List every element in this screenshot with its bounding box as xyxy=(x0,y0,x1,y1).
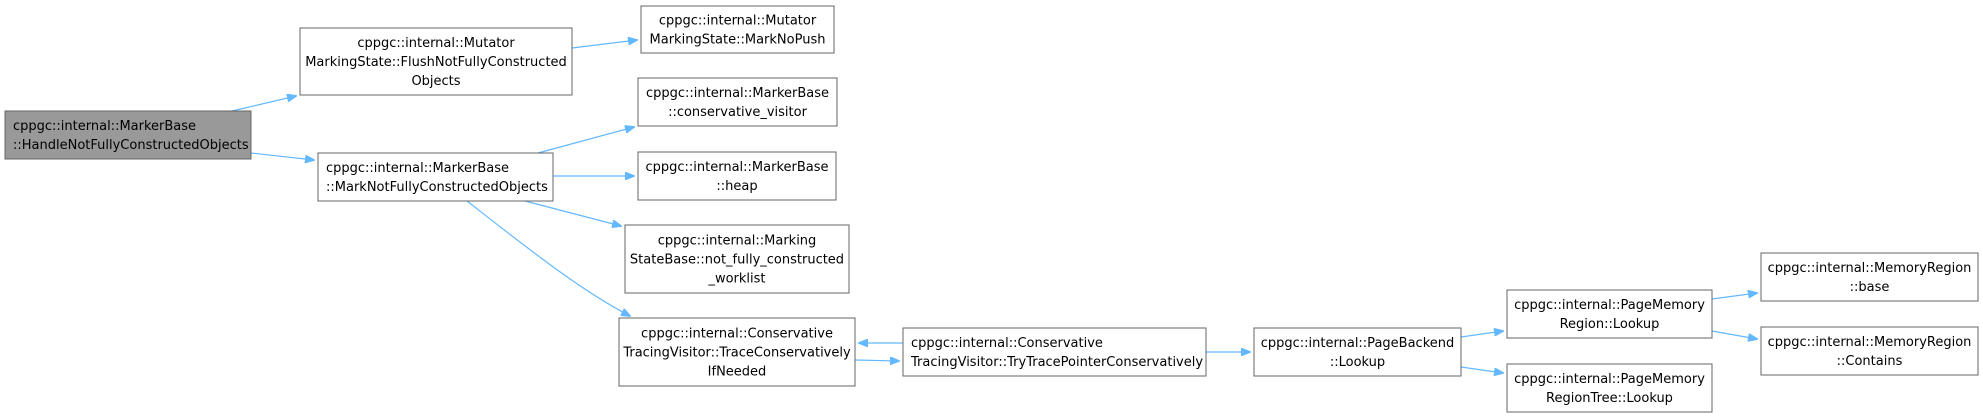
edge-marknotfully-to-traceifneeded xyxy=(466,200,630,316)
node-handle[interactable]: cppgc::internal::MarkerBase::HandleNotFu… xyxy=(4,110,252,160)
node-box xyxy=(4,110,252,160)
edge-pagebackend-to-pmregiontree xyxy=(1460,366,1503,373)
node-label-line: ::heap xyxy=(716,179,757,194)
node-label-line: cppgc::internal::Marking xyxy=(658,234,817,249)
edge-handle-to-flush xyxy=(231,96,296,112)
nodes-layer: cppgc::internal::MarkerBase::HandleNotFu… xyxy=(4,5,1979,413)
node-label-line: cppgc::internal::Conservative xyxy=(911,336,1103,351)
edge-marknotfully-to-worklist xyxy=(524,200,621,226)
edges-layer xyxy=(231,40,1757,373)
node-box xyxy=(317,152,554,202)
node-marknopush[interactable]: cppgc::internal::MutatorMarkingState::Ma… xyxy=(640,5,835,54)
node-pmregion[interactable]: cppgc::internal::PageMemoryRegion::Looku… xyxy=(1506,289,1713,339)
node-pmregiontree[interactable]: cppgc::internal::PageMemoryRegionTree::L… xyxy=(1506,363,1713,413)
node-label-line: _worklist xyxy=(707,272,765,287)
node-label-line: Objects xyxy=(411,74,460,89)
node-box xyxy=(299,27,573,96)
edge-traceifneeded-to-trytrace xyxy=(854,360,899,361)
node-label-line: cppgc::internal::PageMemory xyxy=(1514,298,1705,313)
node-mrbase[interactable]: cppgc::internal::MemoryRegion::base xyxy=(1760,252,1979,302)
node-label-line: ::Lookup xyxy=(1330,355,1385,370)
node-label-line: cppgc::internal::MarkerBase xyxy=(13,119,196,134)
node-box xyxy=(637,151,837,201)
edge-pmregion-to-mrcontains xyxy=(1711,330,1757,339)
node-conservative_visitor[interactable]: cppgc::internal::MarkerBase::conservativ… xyxy=(637,77,838,127)
node-label-line: TracingVisitor::TraceConservatively xyxy=(622,346,851,361)
node-box xyxy=(1760,326,1979,376)
node-label-line: cppgc::internal::Mutator xyxy=(357,36,515,51)
edge-marknotfully-to-conservative_visitor xyxy=(537,127,634,154)
node-label-line: RegionTree::Lookup xyxy=(1546,391,1673,406)
node-box xyxy=(1253,327,1462,377)
node-label-line: cppgc::internal::Mutator xyxy=(659,14,817,29)
node-label-line: Region::Lookup xyxy=(1560,317,1660,332)
node-label-line: IfNeeded xyxy=(708,365,767,380)
node-heap[interactable]: cppgc::internal::MarkerBase::heap xyxy=(637,151,837,201)
node-box xyxy=(1506,289,1713,339)
node-label-line: ::HandleNotFullyConstructedObjects xyxy=(13,138,249,153)
node-flush[interactable]: cppgc::internal::MutatorMarkingState::Fl… xyxy=(299,27,573,96)
node-label-line: MarkingState::FlushNotFullyConstructed xyxy=(305,55,567,70)
node-label-line: cppgc::internal::MemoryRegion xyxy=(1768,335,1972,350)
node-label-line: MarkingState::MarkNoPush xyxy=(650,33,826,48)
node-box xyxy=(624,224,850,294)
node-trytrace[interactable]: cppgc::internal::ConservativeTracingVisi… xyxy=(902,327,1207,377)
node-box xyxy=(618,317,856,387)
node-label-line: ::MarkNotFullyConstructedObjects xyxy=(326,180,548,195)
node-label-line: cppgc::internal::MarkerBase xyxy=(646,86,829,101)
node-label-line: ::Contains xyxy=(1837,354,1903,369)
node-box xyxy=(902,327,1207,377)
node-label-line: cppgc::internal::MemoryRegion xyxy=(1768,261,1972,276)
node-marknotfully[interactable]: cppgc::internal::MarkerBase::MarkNotFull… xyxy=(317,152,554,202)
edge-pagebackend-to-pmregion xyxy=(1460,331,1503,338)
edge-flush-to-marknopush xyxy=(571,40,637,49)
node-label-line: cppgc::internal::PageMemory xyxy=(1514,372,1705,387)
node-label-line: cppgc::internal::MarkerBase xyxy=(645,160,828,175)
node-label-line: cppgc::internal::MarkerBase xyxy=(326,161,509,176)
node-traceifneeded[interactable]: cppgc::internal::ConservativeTracingVisi… xyxy=(618,317,856,387)
node-label-line: cppgc::internal::PageBackend xyxy=(1261,336,1455,351)
node-label-line: ::conservative_visitor xyxy=(668,105,808,120)
node-label-line: cppgc::internal::Conservative xyxy=(641,327,833,342)
node-box xyxy=(1760,252,1979,302)
node-worklist[interactable]: cppgc::internal::MarkingStateBase::not_f… xyxy=(624,224,850,294)
node-mrcontains[interactable]: cppgc::internal::MemoryRegion::Contains xyxy=(1760,326,1979,376)
node-label-line: TracingVisitor::TryTracePointerConservat… xyxy=(910,355,1203,370)
node-box xyxy=(1506,363,1713,413)
node-label-line: StateBase::not_fully_constructed xyxy=(630,253,844,268)
node-label-line: ::base xyxy=(1850,280,1890,295)
node-box xyxy=(640,5,835,54)
node-pagebackend[interactable]: cppgc::internal::PageBackend::Lookup xyxy=(1253,327,1462,377)
edge-pmregion-to-mrbase xyxy=(1711,293,1757,300)
edge-handle-to-marknotfully xyxy=(250,152,314,160)
node-box xyxy=(637,77,838,127)
